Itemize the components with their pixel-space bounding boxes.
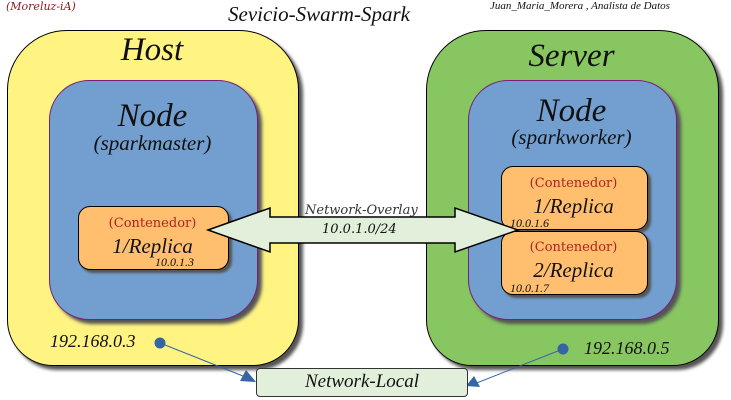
- overlay-subnet: 10.0.1.0/24: [322, 222, 397, 237]
- container-ip: 10.0.1.3: [155, 255, 194, 269]
- server-link-arrowhead: [466, 376, 480, 387]
- container-ip: 10.0.1.6: [510, 216, 549, 230]
- container-label: (Contenedor): [529, 240, 618, 255]
- container-ip: 10.0.1.7: [510, 281, 549, 295]
- diagram-title: Sevicio-Swarm-Spark: [228, 2, 410, 26]
- credit-right: Juan_Maria_Morera , Analista de Datos: [490, 0, 670, 12]
- container-name: 1/Replica: [533, 194, 614, 218]
- host-container-1: [78, 206, 229, 270]
- server-node-subtitle: (sparkworker): [511, 125, 632, 149]
- server-container-2: [501, 231, 648, 295]
- overlay-label: Network-Overlay: [305, 203, 418, 218]
- host-label: Host: [120, 32, 184, 68]
- server-to-local-link: [473, 348, 564, 385]
- container-name: 2/Replica: [533, 258, 614, 282]
- host-node-box: [49, 80, 258, 320]
- host-node-title: Node: [117, 98, 188, 134]
- container-name: 1/Replica: [112, 234, 193, 258]
- server-node-title: Node: [536, 93, 607, 129]
- network-local-box: Network-Local: [256, 368, 468, 397]
- credit-left: (Moreluz-iA): [6, 0, 76, 13]
- host-link-arrowhead: [240, 370, 256, 382]
- container-label: (Contenedor): [108, 216, 197, 231]
- server-container-1: [501, 166, 648, 230]
- server-label: Server: [528, 38, 615, 74]
- container-label: (Contenedor): [529, 176, 618, 191]
- host-to-local-link: [159, 342, 249, 379]
- network-overlay-arrow: [205, 206, 521, 254]
- host-node-subtitle: (sparkmaster): [93, 131, 212, 155]
- server-ip: 192.168.0.5: [584, 338, 670, 358]
- host-ip: 192.168.0.3: [50, 331, 136, 351]
